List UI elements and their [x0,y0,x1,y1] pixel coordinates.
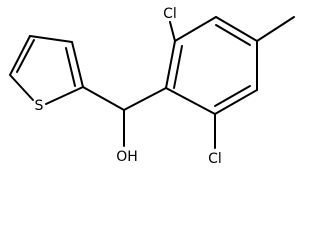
bond-c2-s [45,86,84,105]
bond-ch-ring [123,87,167,111]
bond-b5-b6-inner [214,85,251,107]
thiophene-ring [9,35,84,105]
bond-c3-c2 [71,41,84,88]
bond-b3-b4-inner [215,24,251,46]
bond-c5-c4 [9,35,31,76]
bond-c5-c4-inner [16,39,35,73]
atom-labels: Cl Cl S OH [35,6,222,167]
benzene-ring [165,16,258,115]
bond-b6-b1 [165,87,216,115]
cl-top-label: Cl [163,6,177,22]
carbinol-bonds [82,86,167,147]
background [0,0,300,176]
bond-c2-ch [82,86,125,111]
molecule-structure: Cl Cl S OH [0,0,300,176]
sulfur-label: S [35,98,44,114]
bond-s-c5 [9,74,34,101]
bond-b2-b3 [174,16,217,42]
hydroxyl-label: OH [116,149,138,165]
substituent-bonds [169,16,295,149]
cl-bottom-label: Cl [208,151,222,167]
bond-c4-c3 [29,35,73,43]
bond-b3-b4 [215,16,258,42]
bond-b2-cl [169,21,176,42]
bond-b1-b2 [165,40,176,89]
bond-b1-b2-inner [173,45,183,89]
bond-b4-methyl [256,16,295,42]
bond-c3-c2-inner [65,47,76,87]
bond-b5-b6 [214,89,258,115]
